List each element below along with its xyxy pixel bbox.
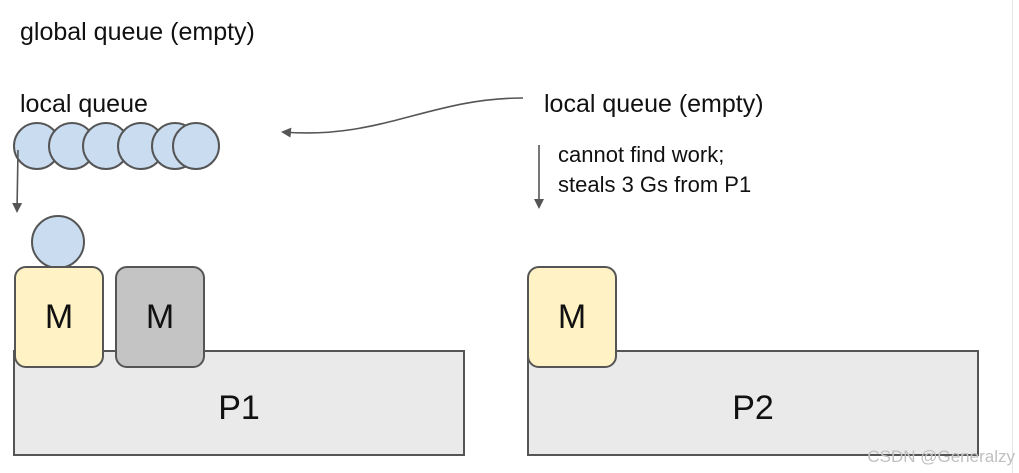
processor-p2-label: P2 xyxy=(732,389,774,427)
goroutine-queued xyxy=(172,122,220,170)
watermark: CSDN @Generalzy xyxy=(867,447,1015,466)
machine-label: M xyxy=(557,297,587,336)
machine-p1-running: M xyxy=(14,266,104,368)
p1-local-queue-label: local queue xyxy=(20,90,148,118)
machine-label: M xyxy=(145,297,175,336)
dequeue-arrow xyxy=(12,149,23,213)
global-queue-label: global queue (empty) xyxy=(20,18,255,46)
processor-p1-label: P1 xyxy=(218,389,260,427)
machine-p2-running: M xyxy=(527,266,617,368)
machine-label: M xyxy=(44,297,74,336)
steal-note-line-1: cannot find work; xyxy=(558,142,725,167)
p2-local-queue-label: local queue (empty) xyxy=(544,90,764,118)
steal-note-line-2: steals 3 Gs from P1 xyxy=(558,172,752,197)
right-edge-rule xyxy=(1012,0,1013,473)
steal-arrow xyxy=(281,97,524,138)
machine-p1-idle: M xyxy=(115,266,205,368)
